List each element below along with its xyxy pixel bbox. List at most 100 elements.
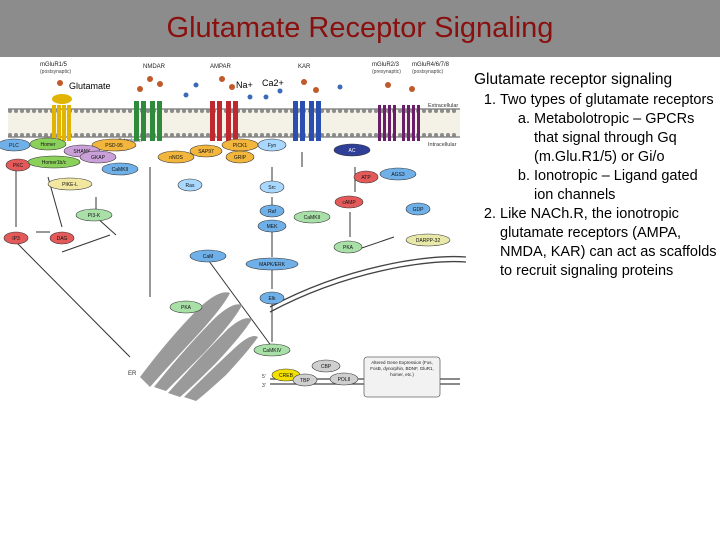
protein-gkap: GKAP (79, 150, 117, 164)
svg-text:SHANK: SHANK (73, 149, 91, 155)
gene-expression-text: Altered Gene Expression (Fos, FosB, dyno… (370, 360, 434, 377)
receptor-sub-mglur4678: (postsynaptic) (412, 69, 443, 75)
note-subitem-1a: Metabolotropic – GPCRs that signal throu… (534, 110, 718, 167)
receptor-sub-mglur15: (postsynaptic) (40, 69, 71, 75)
protein-atp: ATP (353, 170, 379, 184)
protein-sap97: SAP97 (189, 144, 223, 158)
protein-pick1: PICK1 (221, 138, 259, 152)
receptor-sub-mglur23: (presynaptic) (372, 69, 401, 75)
receptor-ampar (210, 101, 238, 141)
compartment-intracellular: Intracellular (428, 142, 457, 148)
svg-text:CaMKIV: CaMKIV (263, 348, 282, 354)
protein-camkii: CaMKII (101, 162, 139, 176)
notes-list: Two types of glutamate receptors Metabol… (472, 91, 718, 281)
endoplasmic-reticulum (140, 292, 258, 401)
protein-dag: DAG (49, 231, 75, 245)
svg-text:Fyn: Fyn (268, 143, 277, 149)
protein-ac: AC (333, 143, 371, 157)
protein-ip3: IP3 (3, 231, 29, 245)
compartment-extracellular: Extracellular (428, 103, 458, 109)
note-subitem-1b: Ionotropic – Ligand gated ion channels (534, 167, 718, 205)
protein-pka: PKA (333, 240, 363, 254)
protein-elk: Elk (259, 291, 285, 305)
ion-dots (183, 82, 343, 100)
receptor-mglur23 (378, 105, 396, 141)
protein-tbp: TBP (292, 373, 318, 387)
receptor-mglur15 (52, 94, 72, 141)
receptor-label-ampar: AMPAR (210, 64, 232, 70)
protein-pka: PKA (169, 300, 203, 314)
protein-cam: CaM (189, 249, 227, 263)
svg-text:PKC: PKC (13, 163, 24, 169)
gene-expression-box: Altered Gene Expression (Fos, FosB, dyno… (363, 356, 441, 398)
signaling-diagram: Extracellular Intracellular Cytoplasm mG… (0, 62, 467, 401)
notes-heading: Glutamate receptor signaling (474, 71, 673, 88)
svg-text:SAP97: SAP97 (198, 149, 214, 155)
svg-text:GDP: GDP (413, 207, 425, 213)
protein-raf: Raf (259, 204, 285, 218)
svg-text:PICK1: PICK1 (233, 143, 248, 149)
svg-text:ATP: ATP (361, 175, 371, 181)
svg-text:CaMKII: CaMKII (304, 215, 321, 221)
receptor-mglur4678 (402, 105, 420, 141)
receptor-kar (293, 101, 321, 141)
receptor-label-mglur23: mGluR2/3 (372, 62, 400, 68)
protein-psd-95: PSD-95 (91, 138, 137, 152)
protein-gdp: GDP (405, 202, 431, 216)
svg-text:POLII: POLII (338, 377, 351, 383)
protein-nnos: nNOS (157, 150, 195, 164)
svg-text:PI3-K: PI3-K (88, 213, 101, 219)
receptor-label-mglur15: mGluR1/5 (40, 62, 68, 68)
svg-text:AC: AC (349, 148, 356, 154)
svg-text:PIKE-L: PIKE-L (62, 182, 78, 188)
protein-darpp-32: DARPP-32 (405, 233, 451, 247)
svg-text:nNOS: nNOS (169, 155, 183, 161)
protein-camkiv: CaMKIV (253, 343, 291, 357)
protein-grip: GRIP (225, 150, 255, 164)
svg-text:GRIP: GRIP (234, 155, 247, 161)
svg-text:MAPK/ERK: MAPK/ERK (259, 262, 286, 268)
protein-cbp: CBP (311, 359, 341, 373)
protein-polii: POLII (329, 372, 359, 386)
svg-text:CaMKII: CaMKII (112, 167, 129, 173)
receptor-label-nmdar: NMDAR (143, 64, 166, 70)
svg-text:PKA: PKA (181, 305, 192, 311)
protein-pi3-k: PI3-K (75, 208, 113, 222)
svg-text:Homer: Homer (40, 142, 55, 148)
calcium-label: Ca2+ (262, 78, 284, 88)
protein-creb: CREB (271, 368, 301, 382)
glutamate-label: Glutamate (69, 81, 111, 91)
svg-text:DARPP-32: DARPP-32 (416, 238, 441, 244)
dna-3prime: 3' (262, 383, 266, 389)
svg-text:PSD-95: PSD-95 (105, 143, 123, 149)
svg-text:CREB: CREB (279, 373, 294, 379)
svg-text:Src: Src (268, 185, 276, 191)
protein-ras: Ras (177, 178, 203, 192)
dna-5prime: 5' (262, 374, 266, 380)
er-label: ER (128, 371, 137, 377)
protein-pike-l: PIKE-L (47, 177, 93, 191)
svg-text:Raf: Raf (268, 209, 276, 215)
protein-fyn: Fyn (257, 138, 287, 152)
svg-text:Ras: Ras (186, 183, 195, 189)
svg-text:CBP: CBP (321, 364, 332, 370)
protein-src: Src (259, 180, 285, 194)
protein-camkii: CaMKII (293, 210, 331, 224)
protein-camp: cAMP (334, 195, 364, 209)
protein-homer1b-c: Homer1b/c (27, 155, 81, 169)
svg-text:Elk: Elk (269, 296, 276, 302)
sodium-label: Na+ (236, 80, 253, 90)
svg-text:Homer1b/c: Homer1b/c (42, 160, 67, 166)
protein-homer: Homer (29, 137, 67, 151)
receptor-nmdar (134, 101, 162, 141)
svg-text:IP3: IP3 (12, 236, 20, 242)
protein-ags3: AGS3 (379, 167, 417, 181)
receptor-label-mglur4678: mGluR4/6/7/8 (412, 62, 450, 68)
note-item-1: Two types of glutamate receptors Metabol… (500, 91, 718, 205)
svg-text:cAMP: cAMP (342, 200, 356, 206)
title-bar: Glutamate Receptor Signaling (0, 0, 720, 57)
svg-text:MEK: MEK (267, 224, 279, 230)
svg-text:PLC: PLC (9, 143, 19, 149)
notes-panel: Glutamate receptor signaling Two types o… (472, 70, 718, 281)
protein-pkc: PKC (5, 158, 31, 172)
